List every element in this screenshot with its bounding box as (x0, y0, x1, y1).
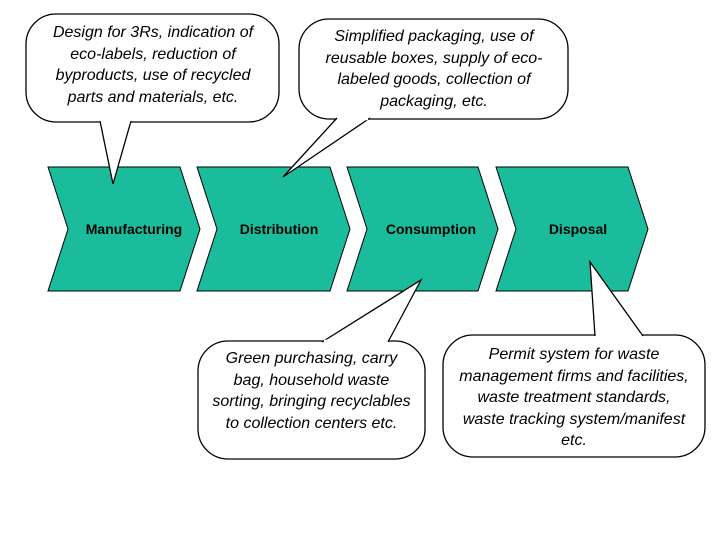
callout-text-consumption: Green purchasing, carry bag, household w… (212, 350, 411, 432)
stage-label-distribution: Distribution (240, 221, 319, 237)
callout-bubble-disposal (442, 259, 706, 458)
callout-bubble-distribution (282, 18, 569, 178)
chevron-consumption (346, 166, 499, 292)
callout-text-disposal: Permit system for waste management firms… (459, 346, 689, 449)
stage-label-manufacturing: Manufacturing (86, 221, 182, 237)
callout-text-manufacturing: Design for 3Rs, indication of eco-labels… (52, 24, 254, 106)
chevron-distribution (196, 166, 351, 292)
callout-bubble-consumption (197, 278, 426, 460)
stage-label-consumption: Consumption (386, 221, 476, 237)
chevron-disposal (495, 166, 649, 292)
callout-bubble-manufacturing (25, 13, 280, 185)
stage-label-disposal: Disposal (549, 221, 607, 237)
chevron-manufacturing (47, 166, 201, 292)
callout-text-distribution: Simplified packaging, use of reusable bo… (325, 28, 543, 110)
